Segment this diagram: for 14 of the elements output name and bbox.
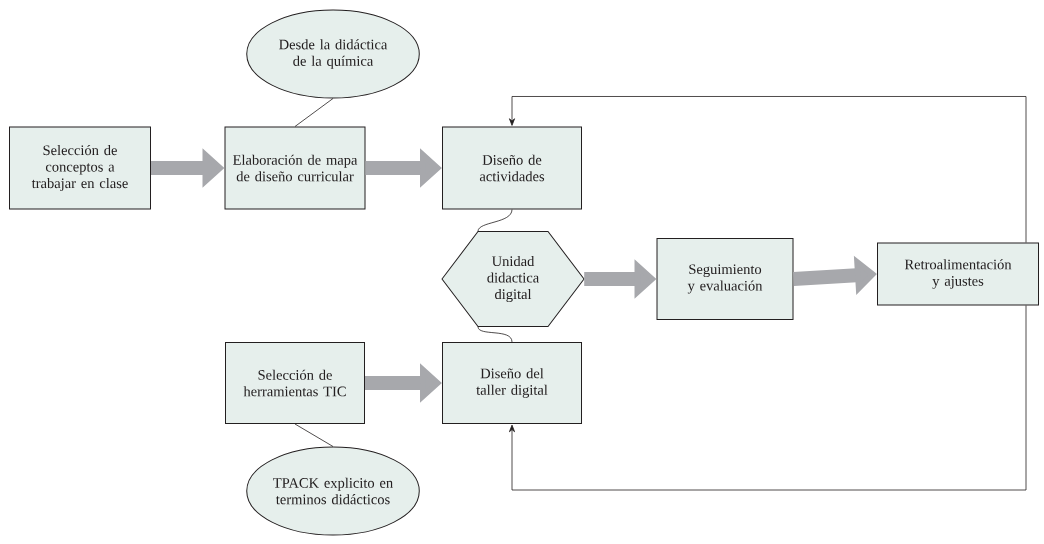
process-box: Selección de herramientas TIC bbox=[225, 342, 365, 424]
arrow bbox=[509, 305, 1027, 491]
process-box: Diseño del taller digital bbox=[442, 342, 582, 424]
process-box: Selección de conceptos a trabajar en clase bbox=[9, 126, 151, 210]
process-box: Elaboración de mapa de diseño curricular bbox=[224, 126, 366, 210]
process-box: Diseño de actividades bbox=[442, 126, 582, 210]
connector-line bbox=[294, 98, 334, 127]
connector-line bbox=[477, 209, 513, 232]
arrow bbox=[509, 96, 1027, 243]
output-hexagon: Unidad didactica digital bbox=[441, 231, 585, 327]
process-box: Retroalimentación y ajustes bbox=[877, 242, 1039, 306]
process-box: Seguimiento y evaluación bbox=[656, 238, 794, 320]
connector-line bbox=[477, 326, 513, 343]
connector-line bbox=[294, 423, 334, 447]
